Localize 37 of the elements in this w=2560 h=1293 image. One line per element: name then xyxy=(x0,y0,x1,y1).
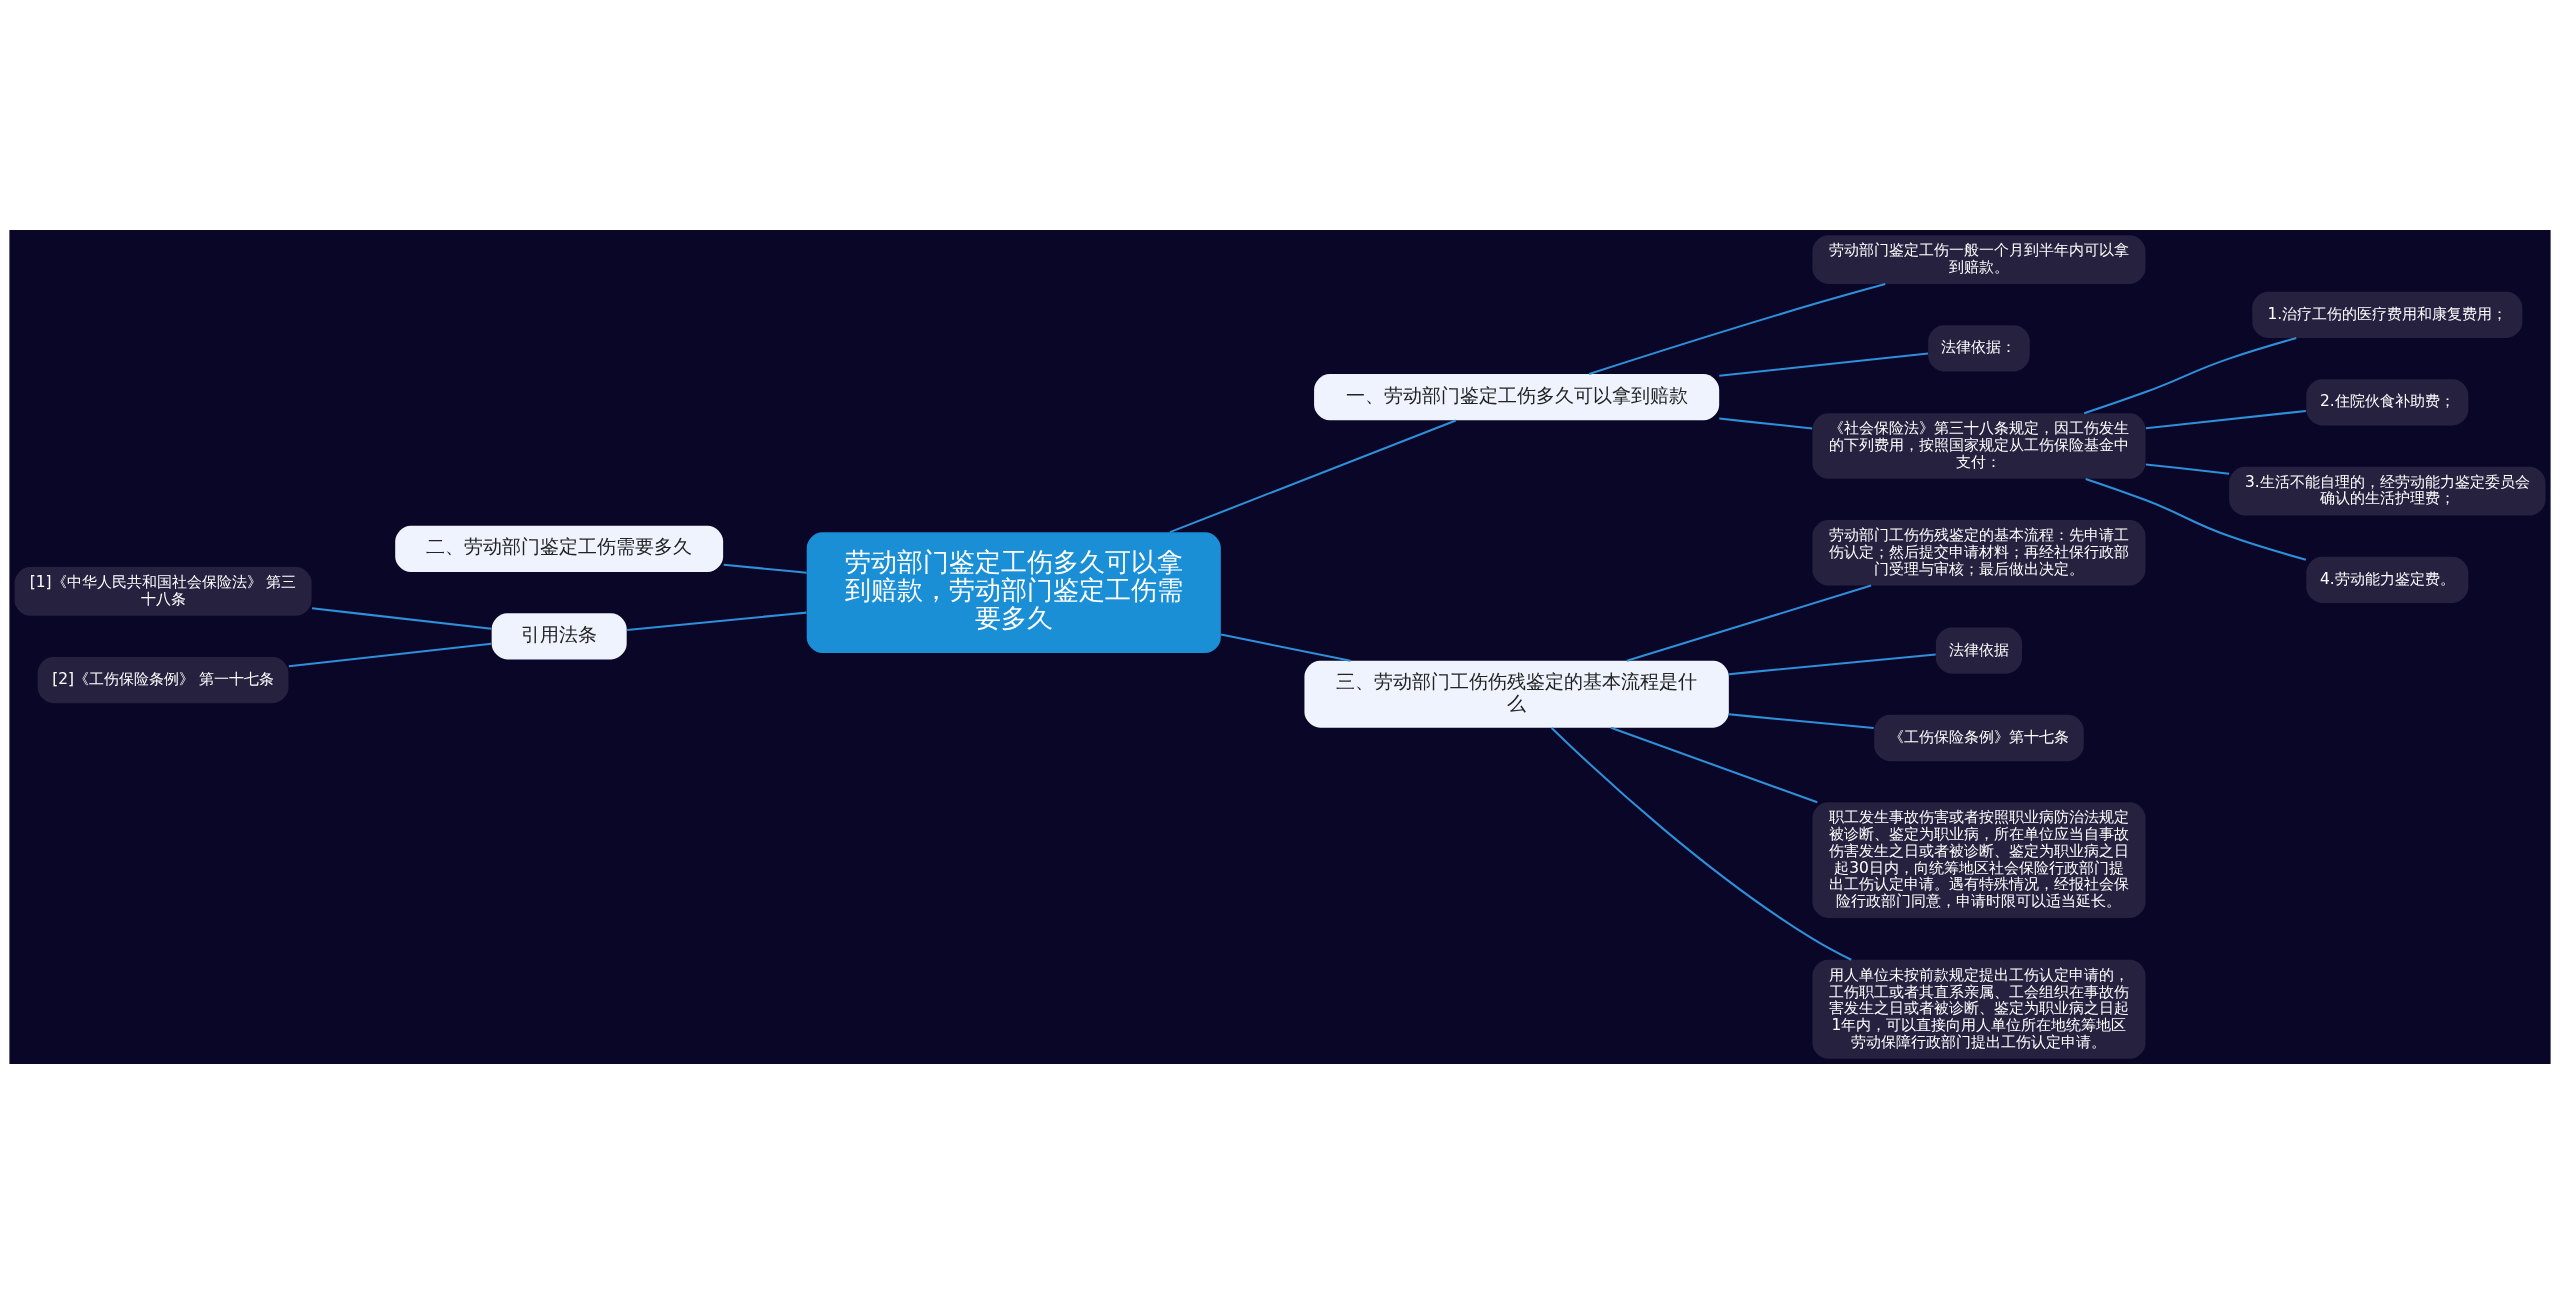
connector xyxy=(1169,419,1457,533)
connector xyxy=(2083,336,2297,414)
node-box: 2.住院伙食补助费； xyxy=(2306,378,2469,425)
node-box: 《社会保险法》第三十八条规定，因工伤发生的下列费用，按照国家规定从工伤保险基金中支付： xyxy=(1812,412,2146,479)
node-box: 法律依据： xyxy=(1928,324,2030,371)
connector xyxy=(1728,653,1936,675)
node-box: 职工发生事故伤害或者按照职业病防治法规定被诊断、鉴定为职业病，所在单位应当自事故伤害发生之日或者被诊断、鉴定为职业病之日起30日内，向统筹地区社会保险行政部门提出工伤认定申请。遇有特殊情况，经报社会保险行政部门同意，申请时限可以适当延长。 xyxy=(1812,801,2146,918)
connector xyxy=(1220,633,1351,662)
connector xyxy=(2145,409,2306,429)
node-box: 《工伤保险条例》第十七条 xyxy=(1874,714,2084,761)
node-box: 三、劳动部门工伤伤残鉴定的基本流程是什么 xyxy=(1304,660,1729,728)
node-box: 劳动部门工伤伤残鉴定的基本流程：先申请工伤认定；然后提交申请材料；再经社保行政部门受理与审核；最后做出决定。 xyxy=(1812,519,2146,586)
node-box: 3.生活不能自理的，经劳动能力鉴定委员会确认的生活护理费； xyxy=(2229,466,2546,515)
connector xyxy=(627,611,807,631)
connector xyxy=(1728,712,1874,729)
connector xyxy=(2145,462,2230,475)
node-box: 二、劳动部门鉴定工伤需要多久 xyxy=(395,525,724,572)
node-box: 一、劳动部门鉴定工伤多久可以拿到赔款 xyxy=(1314,373,1720,420)
connector xyxy=(1550,726,1852,961)
node-box: 引用法条 xyxy=(491,612,627,660)
connector xyxy=(1588,282,1886,375)
connector xyxy=(2085,477,2307,561)
connector xyxy=(1626,584,1872,662)
node-box: 1.治疗工伤的医疗费用和康复费用； xyxy=(2252,291,2523,338)
connector xyxy=(311,606,492,630)
node-box: [2]《工伤保险条例》 第一十七条 xyxy=(37,656,289,703)
node-box: [1]《中华人民共和国社会保险法》 第三十八条 xyxy=(14,566,312,616)
connector xyxy=(288,642,492,667)
connector xyxy=(1719,352,1929,377)
node-box: 劳动部门鉴定工伤多久可以拿到赔款，劳动部门鉴定工伤需要多久 xyxy=(806,531,1221,653)
connector xyxy=(1610,726,1818,803)
node-box: 劳动部门鉴定工伤一般一个月到半年内可以拿到赔款。 xyxy=(1812,234,2146,284)
node-box: 4.劳动能力鉴定费。 xyxy=(2306,556,2469,603)
connector xyxy=(723,563,807,574)
node-box: 用人单位未按前款规定提出工伤认定申请的，工伤职工或者其直系亲属、工会组织在事故伤害发生之日或者被诊断、鉴定为职业病之日起1年内，可以直接向用人单位所在地统筹地区劳动保障行政部门提出工伤认定申请。 xyxy=(1812,959,2146,1059)
node-box: 法律依据 xyxy=(1935,626,2023,674)
connector xyxy=(1719,417,1813,429)
